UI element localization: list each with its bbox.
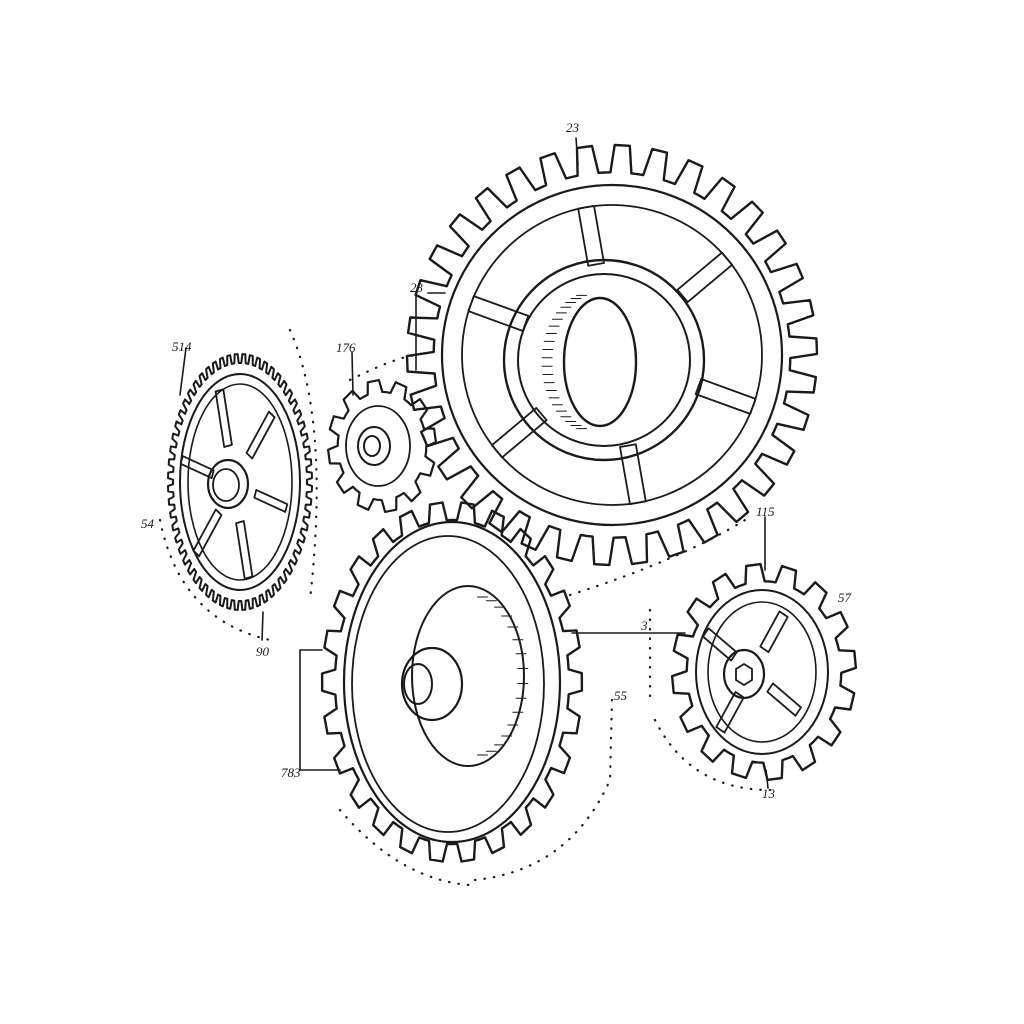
gear-spoke <box>766 682 802 717</box>
label-center-mid: 3 <box>640 618 648 633</box>
dotted-construction-arcs <box>158 328 772 887</box>
label-bottom-left: 783 <box>281 765 301 780</box>
label-right-far: 57 <box>838 590 852 605</box>
gear-spoke <box>676 251 733 303</box>
label-bottom-right: 13 <box>762 786 776 801</box>
left-fine-gear <box>167 353 313 611</box>
label-top-large: 23 <box>566 120 580 135</box>
gear-spoke <box>702 627 738 662</box>
gear-spoke <box>694 378 757 415</box>
label-left-bottom: 90 <box>256 644 270 659</box>
label-left-top: 514 <box>172 339 192 354</box>
large-gear <box>405 143 819 567</box>
gear-spoke <box>214 388 233 448</box>
gear-spoke <box>253 489 289 513</box>
gear-spoke <box>245 410 276 460</box>
gear-spoke <box>235 520 254 580</box>
gear-spoke <box>467 295 530 332</box>
label-center-right: 55 <box>614 688 628 703</box>
leader-lines <box>179 137 769 789</box>
gear-spoke <box>759 610 789 653</box>
number-labels: 23 23 176 514 54 90 115 57 3 55 783 13 <box>141 120 852 801</box>
right-small-gear <box>670 562 858 782</box>
label-left-mid: 54 <box>141 516 155 531</box>
gear-spoke <box>577 205 605 267</box>
small-upper-gear <box>327 379 437 513</box>
label-upper-small-a: 23 <box>410 280 424 295</box>
gear-spoke <box>179 455 215 479</box>
gear-spoke <box>491 407 548 459</box>
gear-spoke <box>619 443 647 505</box>
label-right-top: 115 <box>756 504 775 519</box>
gear-spoke <box>715 691 745 734</box>
bottom-disc-gear <box>320 501 584 863</box>
label-upper-small-b: 176 <box>336 340 356 355</box>
gear-spoke <box>192 508 223 558</box>
